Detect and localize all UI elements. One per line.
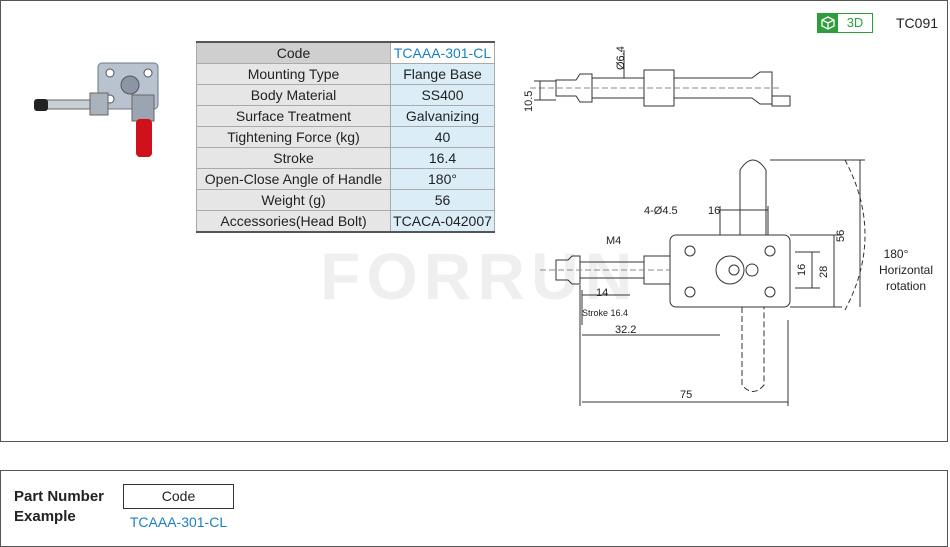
spec-value: Flange Base [390, 63, 495, 85]
spec-value: 180° [390, 168, 495, 190]
dim-28: 28 [818, 266, 830, 278]
dim-32-2: 32.2 [615, 324, 636, 336]
table-row: Surface Treatment Galvanizing [196, 105, 495, 127]
table-row: Weight (g) 56 [196, 189, 495, 211]
dim-14: 14 [596, 287, 608, 299]
spec-key: Accessories(Head Bolt) [196, 210, 391, 233]
spec-key: Tightening Force (kg) [196, 126, 391, 148]
part-number-label-line2: Example [14, 508, 76, 525]
table-row: Tightening Force (kg) 40 [196, 126, 495, 148]
table-row: Mounting Type Flange Base [196, 63, 495, 85]
table-row: Body Material SS400 [196, 84, 495, 106]
rotation-note-3: rotation [886, 279, 926, 293]
part-number-example-code[interactable]: TCAAA-301-CL [129, 514, 228, 530]
dim-16-side: 16 [796, 264, 808, 276]
spec-key: Weight (g) [196, 189, 391, 211]
spec-table: Code TCAAA-301-CL Mounting Type Flange B… [196, 41, 495, 233]
spec-value-code[interactable]: TCAAA-301-CL [390, 41, 495, 64]
dim-holes: 4-Ø4.5 [644, 205, 678, 217]
spec-key: Open-Close Angle of Handle [196, 168, 391, 190]
spec-value: SS400 [390, 84, 495, 106]
rotation-note-1: 180° [884, 247, 909, 261]
spec-key: Surface Treatment [196, 105, 391, 127]
product-photo [34, 62, 159, 157]
dim-diameter-6-4: Ø6.4 [615, 46, 627, 70]
cube-icon [818, 14, 838, 32]
spec-value: TCACA-042007 [390, 210, 495, 233]
part-number-code-box: Code [123, 484, 234, 509]
dim-16-top: 16 [708, 205, 720, 217]
table-row: Accessories(Head Bolt) TCACA-042007 [196, 210, 495, 233]
dim-stroke: Stroke 16.4 [582, 308, 628, 318]
3d-model-button[interactable]: 3D [817, 13, 873, 33]
dim-m4: M4 [606, 235, 621, 247]
spec-value: 40 [390, 126, 495, 148]
spec-key: Stroke [196, 147, 391, 169]
spec-key: Body Material [196, 84, 391, 106]
part-number-label-line1: Part Number [14, 488, 105, 505]
spec-value: 56 [390, 189, 495, 211]
catalog-code: TC091 [896, 15, 939, 31]
rotation-note-2: Horizontal [879, 263, 933, 277]
dim-10-5: 10.5 [523, 91, 535, 112]
dim-56: 56 [835, 230, 847, 242]
spec-key: Code [196, 41, 391, 64]
3d-label: 3D [846, 15, 864, 30]
technical-drawing: Ø6.4 10.5 4-Ø4.5 16 56 M4 16 28 14 Strok… [523, 46, 933, 406]
dim-75: 75 [680, 389, 692, 401]
table-row: Code TCAAA-301-CL [196, 41, 495, 64]
part-number-label: Part Number Example [14, 487, 104, 527]
spec-value: Galvanizing [390, 105, 495, 127]
table-row: Open-Close Angle of Handle 180° [196, 168, 495, 190]
spec-key: Mounting Type [196, 63, 391, 85]
table-row: Stroke 16.4 [196, 147, 495, 169]
spec-value: 16.4 [390, 147, 495, 169]
